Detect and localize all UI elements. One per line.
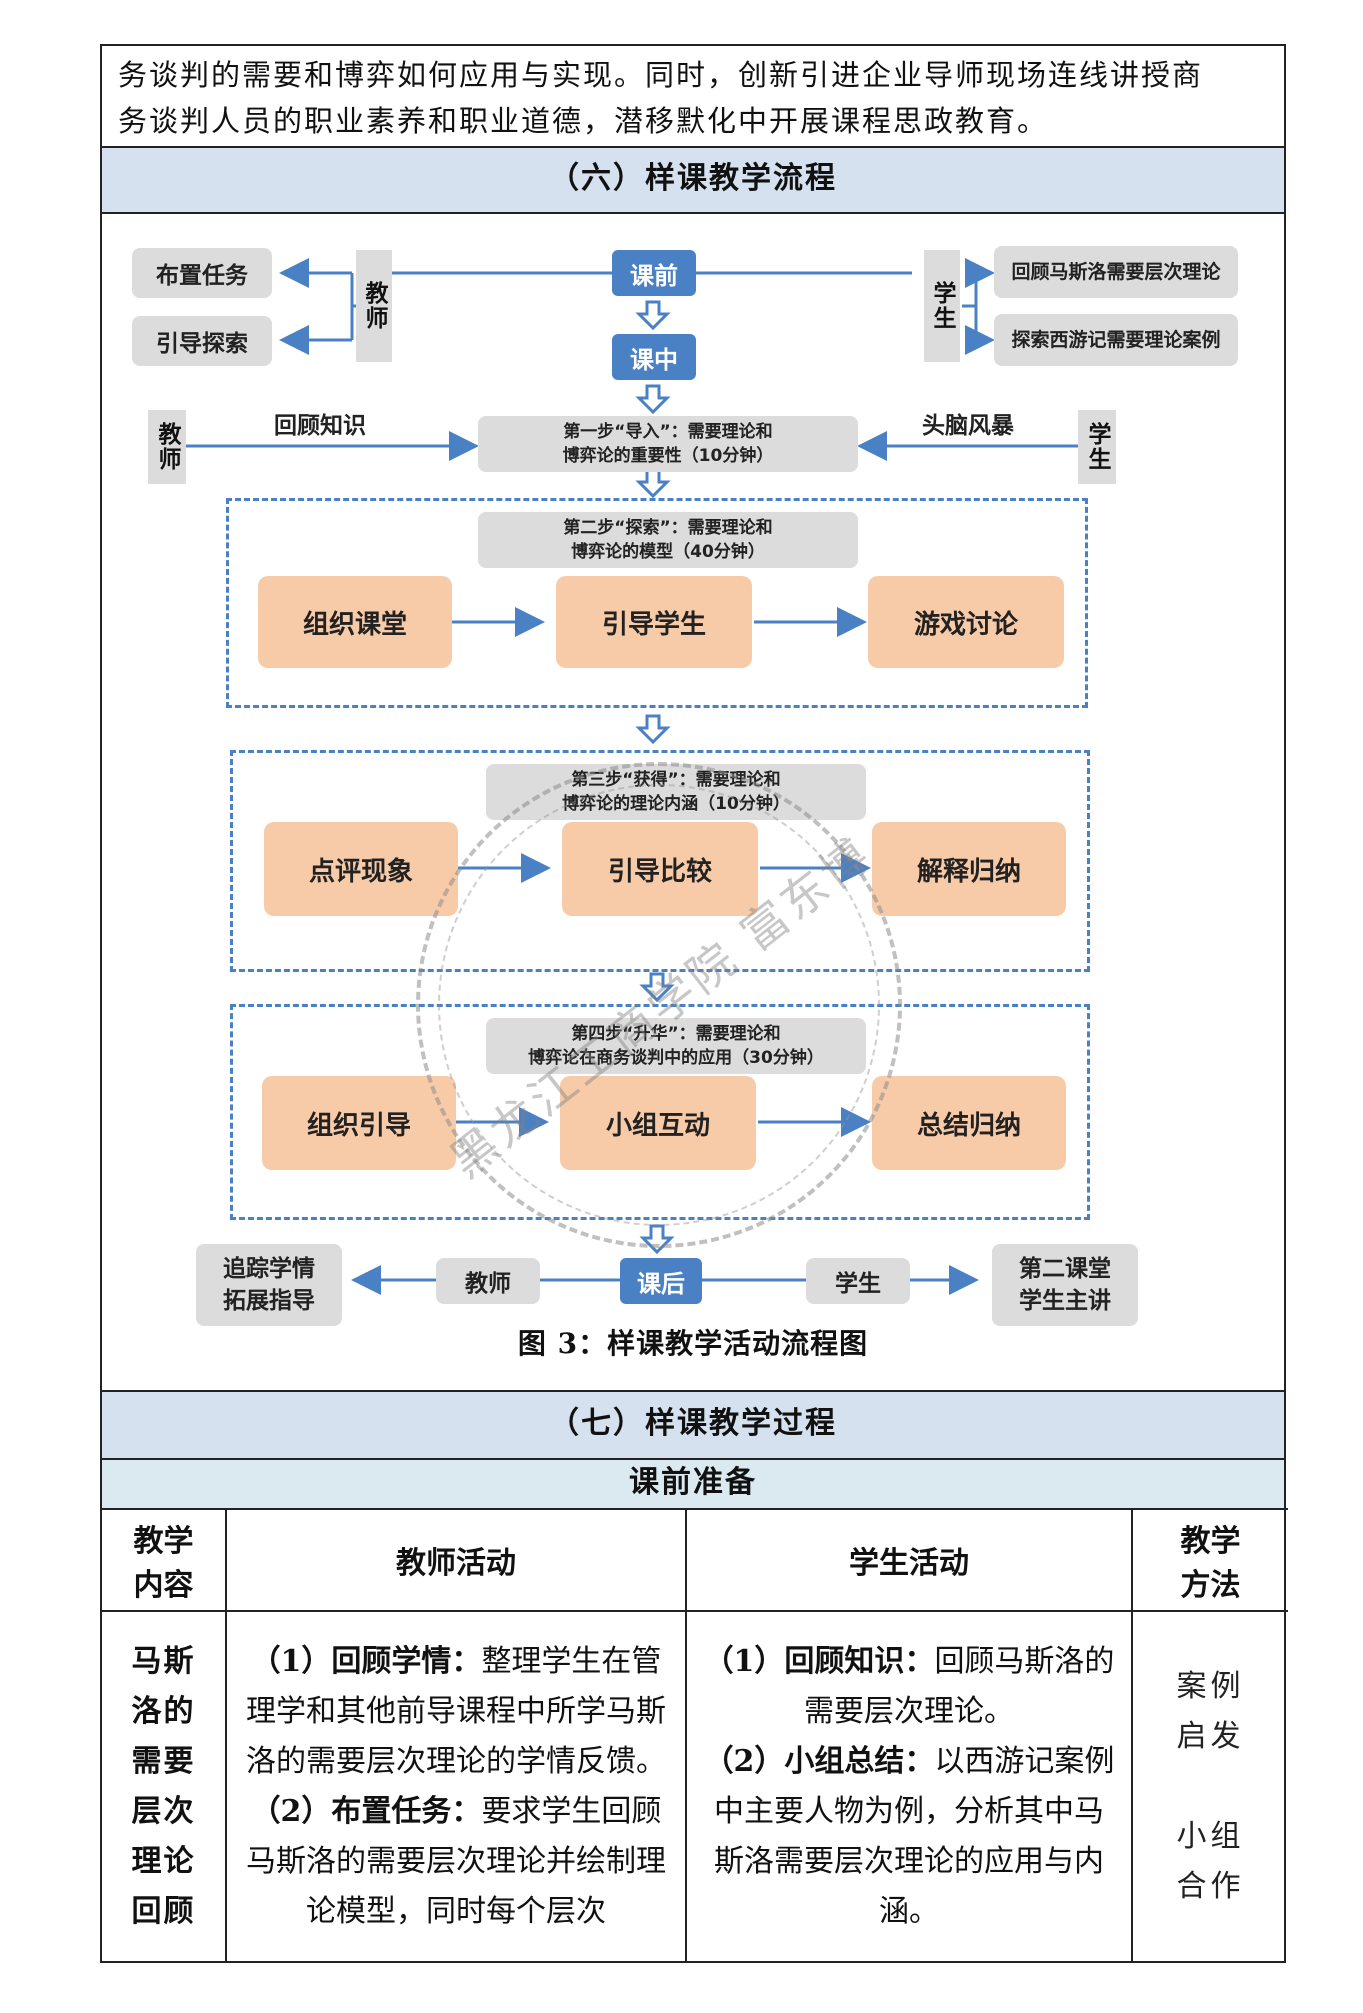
- table-row: 马斯 洛的 需要 层次 理论 回顾 （1）回顾学情：整理学生在管理学和其他前导课…: [102, 1610, 1288, 1961]
- node-comment-phenomena: 点评现象: [264, 822, 458, 916]
- node-group-interaction: 小组互动: [560, 1076, 756, 1170]
- cell-student-activity: （1）回顾知识：回顾马斯洛的需要层次理论。 （2）小组总结：以西游记案例中主要人…: [685, 1610, 1132, 1961]
- step3-line-2: 博弈论的理论内涵（10分钟）: [562, 794, 790, 814]
- track-line-1: 追踪学情: [223, 1256, 315, 1282]
- cell-content: 马斯 洛的 需要 层次 理论 回顾: [102, 1610, 226, 1961]
- node-teacher-step1: 教师: [148, 410, 186, 484]
- node-review-maslow: 回顾马斯洛需要层次理论: [994, 246, 1238, 298]
- node-step3: 第三步“获得”：需要理论和 博弈论的理论内涵（10分钟）: [486, 764, 866, 820]
- node-pre-class: 课前: [612, 250, 696, 296]
- node-explore-xiyouji: 探索西游记需要理论案例: [994, 314, 1238, 366]
- table-header-row: 教学内容 教师活动 学生活动 教学方法: [102, 1508, 1288, 1611]
- flowchart-connectors: [186, 258, 1078, 1295]
- node-step4: 第四步“升华”：需要理论和 博弈论在商务谈判中的应用（30分钟）: [486, 1018, 866, 1074]
- node-explain-summarize: 解释归纳: [872, 822, 1066, 916]
- header-student: 学生活动: [685, 1508, 1132, 1611]
- intro-line-2: 务谈判人员的职业素养和职业道德，潜移默化中开展课程思政教育。: [118, 104, 1049, 138]
- document-sheet: 务谈判的需要和博弈如何应用与实现。同时，创新引进企业导师现场连线讲授商 务谈判人…: [100, 44, 1288, 1963]
- node-assign-task: 布置任务: [132, 248, 272, 298]
- step2-line-1: 第二步“探索”：需要理论和: [563, 518, 773, 538]
- node-after-class: 课后: [620, 1258, 702, 1304]
- header-teacher: 教师活动: [225, 1508, 686, 1611]
- prep-title: 课前准备: [102, 1458, 1284, 1508]
- cell-method: 案例 启发 小组 合作: [1131, 1610, 1288, 1961]
- flowchart: 布置任务 引导探索 教师 课前 课中 学生 回顾马斯洛需要层次理论 探索西游记需…: [102, 212, 1284, 1390]
- step1-line-1: 第一步“导入”：需要理论和: [563, 422, 773, 442]
- header-content: 教学内容: [102, 1508, 226, 1611]
- node-guide-explore: 引导探索: [132, 316, 272, 366]
- node-game-discussion: 游戏讨论: [868, 576, 1064, 668]
- node-student-step1: 学生: [1078, 410, 1116, 484]
- step3-box: [230, 750, 1090, 972]
- cell-teacher-activity: （1）回顾学情：整理学生在管理学和其他前导课程中所学马斯洛的需要层次理论的学情反…: [225, 1610, 686, 1961]
- section-6-title: （六）样课教学流程: [102, 146, 1284, 212]
- node-second-classroom: 第二课堂 学生主讲: [992, 1244, 1138, 1326]
- node-in-class: 课中: [612, 334, 696, 380]
- node-student-top: 学生: [924, 250, 960, 362]
- intro-line-1: 务谈判的需要和博弈如何应用与实现。同时，创新引进企业导师现场连线讲授商: [118, 58, 1204, 92]
- step4-line-1: 第四步“升华”：需要理论和: [571, 1024, 781, 1044]
- second-line-1: 第二课堂: [1019, 1256, 1111, 1282]
- node-track-learning: 追踪学情 拓展指导: [196, 1244, 342, 1326]
- node-guide-compare: 引导比较: [562, 822, 758, 916]
- label-brainstorm: 头脑风暴: [922, 413, 1014, 439]
- node-step2: 第二步“探索”：需要理论和 博弈论的模型（40分钟）: [478, 512, 858, 568]
- node-summarize: 总结归纳: [872, 1076, 1066, 1170]
- step4-line-2: 博弈论在商务谈判中的应用（30分钟）: [528, 1048, 824, 1068]
- second-line-2: 学生主讲: [1019, 1288, 1111, 1314]
- figure-caption: 图 3：样课教学活动流程图: [517, 1327, 869, 1360]
- intro-paragraph: 务谈判的需要和博弈如何应用与实现。同时，创新引进企业导师现场连线讲授商 务谈判人…: [102, 46, 1284, 146]
- node-teacher-bottom: 教师: [436, 1258, 540, 1304]
- section-7-title: （七）样课教学过程: [102, 1390, 1284, 1458]
- step1-line-2: 博弈论的重要性（10分钟）: [562, 446, 774, 466]
- label-review-knowledge: 回顾知识: [274, 413, 366, 439]
- node-organize-class: 组织课堂: [258, 576, 452, 668]
- node-teacher-top: 教师: [356, 250, 392, 362]
- step2-box: [226, 498, 1088, 708]
- step4-box: [230, 1004, 1090, 1220]
- node-guide-students: 引导学生: [556, 576, 752, 668]
- track-line-2: 拓展指导: [223, 1288, 315, 1314]
- node-organize-guide: 组织引导: [262, 1076, 456, 1170]
- teaching-process-table: 教学内容 教师活动 学生活动 教学方法 马斯 洛的 需要 层次 理论 回顾 （1…: [102, 1508, 1288, 1961]
- step3-line-1: 第三步“获得”：需要理论和: [571, 770, 781, 790]
- node-step1: 第一步“导入”：需要理论和 博弈论的重要性（10分钟）: [478, 416, 858, 472]
- step2-line-2: 博弈论的模型（40分钟）: [571, 542, 765, 562]
- header-method: 教学方法: [1131, 1508, 1288, 1611]
- node-student-bottom: 学生: [806, 1258, 910, 1304]
